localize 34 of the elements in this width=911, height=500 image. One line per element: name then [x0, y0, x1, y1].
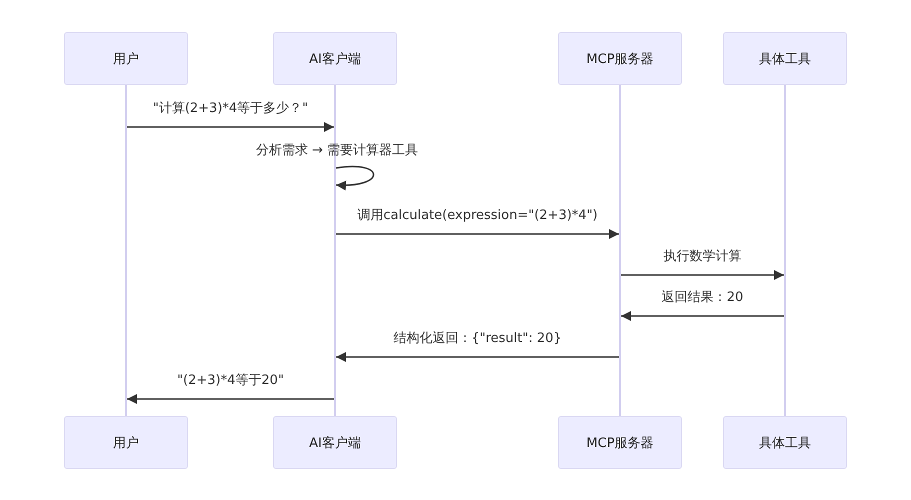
participant-label: 用户	[113, 434, 139, 452]
participant-label: AI客户端	[309, 50, 361, 68]
participant-label: MCP服务器	[586, 50, 654, 68]
message-arrow	[127, 122, 334, 132]
message-label: 执行数学计算	[664, 249, 742, 265]
self-message-arrow	[336, 166, 374, 190]
message-arrow	[127, 394, 334, 404]
lifeline	[334, 85, 336, 416]
participant-box	[273, 32, 397, 85]
participant-label: AI客户端	[309, 434, 361, 452]
participant-box	[558, 32, 682, 85]
participant-label: 用户	[113, 50, 139, 68]
participant-box	[64, 32, 188, 85]
message-arrow	[621, 270, 784, 280]
message-label: 分析需求 → 需要计算器工具	[256, 143, 418, 159]
message-arrow	[336, 229, 619, 239]
participant-label: 具体工具	[759, 50, 811, 68]
message-label: 返回结果：20	[662, 290, 744, 306]
participant-label: 具体工具	[759, 434, 811, 452]
participant-box	[723, 32, 847, 85]
message-arrow	[621, 311, 784, 321]
message-label: "计算(2+3)*4等于多少？"	[152, 101, 308, 117]
participant-box	[64, 416, 188, 469]
lifeline	[619, 85, 621, 416]
message-label: 调用calculate(expression="(2+3)*4")	[357, 208, 598, 224]
participant-box	[723, 416, 847, 469]
message-label: 结构化返回：{"result": 20}	[393, 331, 562, 347]
participant-box	[273, 416, 397, 469]
participant-label: MCP服务器	[586, 434, 654, 452]
participant-box	[558, 416, 682, 469]
message-label: "(2+3)*4等于20"	[177, 373, 284, 389]
message-arrow	[336, 352, 619, 362]
lifeline	[784, 85, 786, 416]
lifeline	[125, 85, 127, 416]
